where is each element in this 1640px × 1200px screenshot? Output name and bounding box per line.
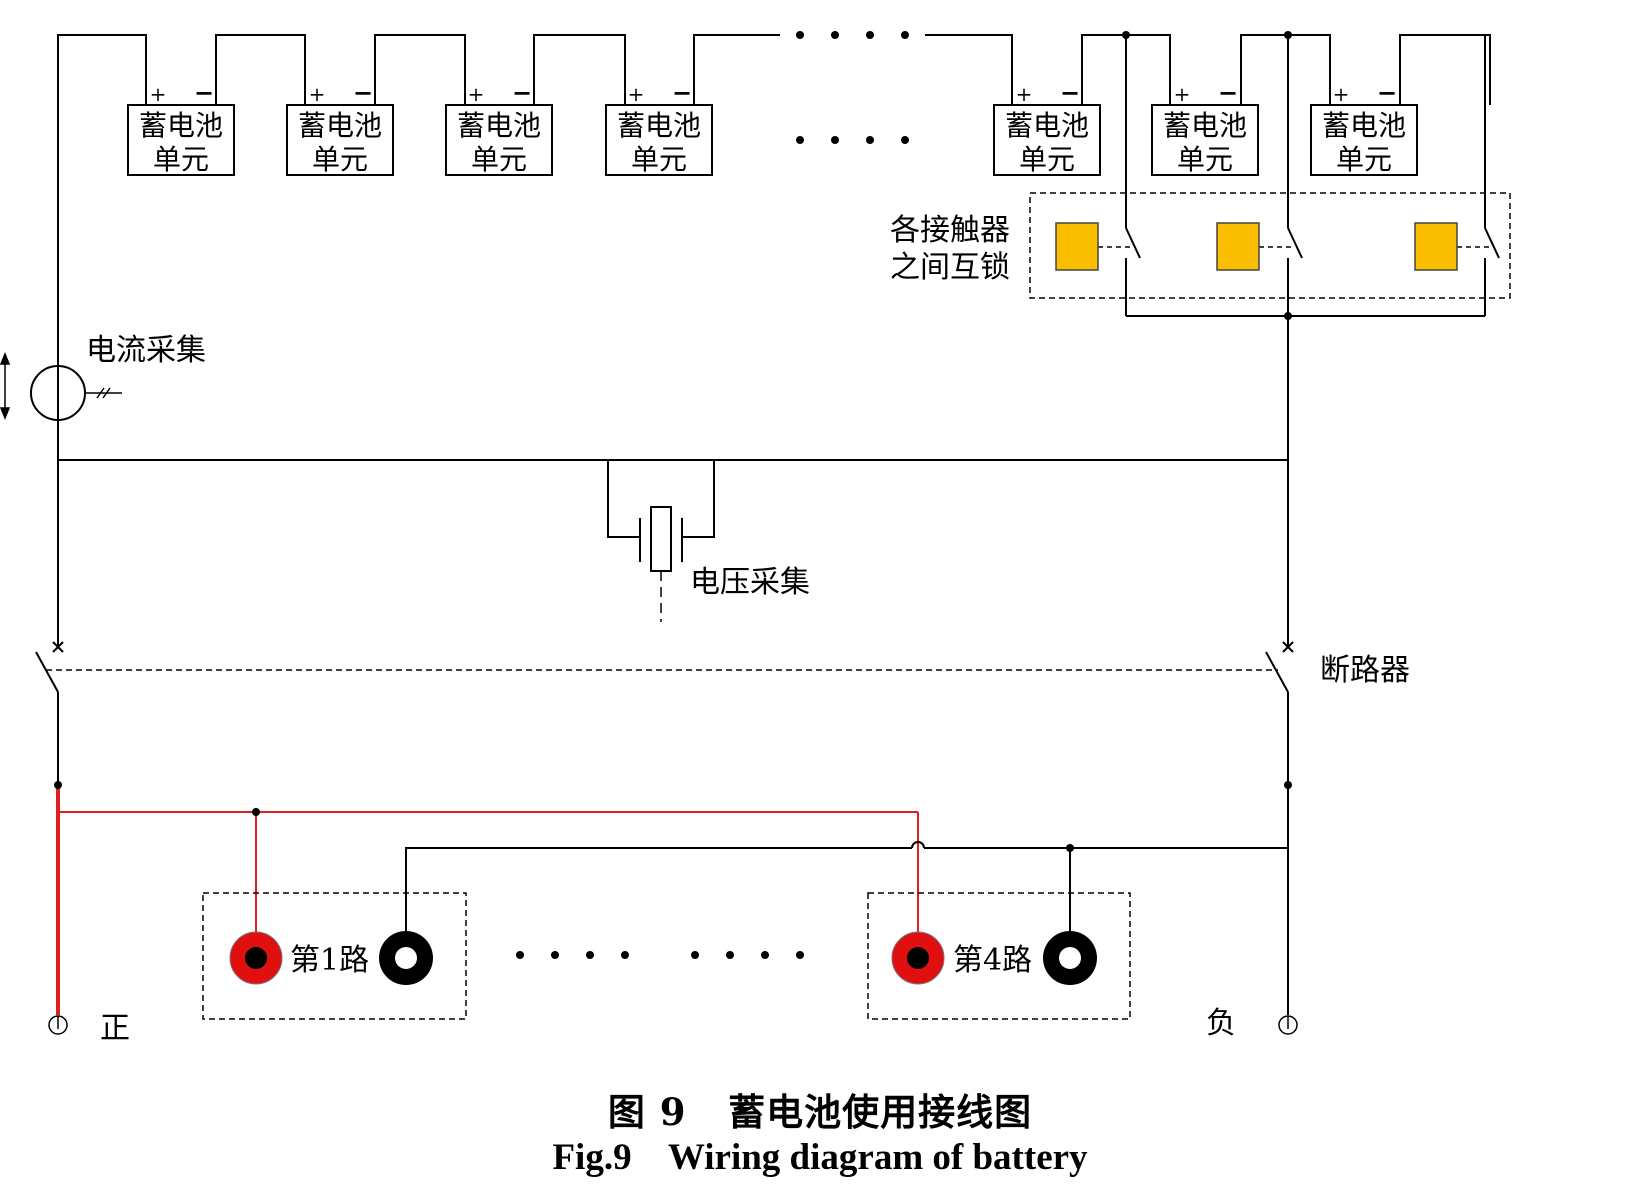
caption-english: Fig.9 Wiring diagram of battery [552,1137,1088,1178]
contactor-coil-3 [1414,222,1458,271]
plus-sign: + [468,82,485,106]
interlock-label-line1: 各接触器 [890,213,1010,248]
current-sampling-label: 电流采集 [86,333,206,368]
plus-sign: + [1016,82,1033,106]
battery-unit-label-2: 单元 [153,143,209,176]
plus-sign: + [1174,82,1191,106]
interlock-label-line2: 之间互锁 [890,250,1010,285]
minus-sign: − [1377,78,1397,107]
positive-label: 正 [100,1011,130,1046]
channel-4-positive-terminal [891,931,945,985]
negative-output-terminal [1278,1015,1298,1035]
ellipsis-channels [516,951,804,959]
positive-output-terminal [48,1015,68,1035]
contactor-coil-1 [1055,222,1099,271]
negative-label: 负 [1206,1006,1236,1041]
battery-unit-5: 蓄电池 单元 + − [993,78,1101,176]
channel-1-box [202,892,467,1020]
ellipsis-middle [796,136,909,144]
battery-unit-label-1: 蓄电池 [617,109,701,142]
minus-sign: − [194,78,214,107]
plus-sign: + [1333,82,1350,106]
battery-unit-2: 蓄电池 单元 + − [286,78,394,176]
battery-unit-label-2: 单元 [471,143,527,176]
plus-sign: + [309,82,326,106]
breaker-label: 断路器 [1320,653,1410,688]
negative-bus [405,841,1288,955]
ellipsis-top [796,31,909,39]
battery-unit-label-1: 蓄电池 [1322,109,1406,142]
channel-1-label: 第1路 [290,943,369,978]
positive-bus [56,785,919,1015]
plus-sign: + [150,82,167,106]
interlock-box [1029,192,1511,299]
caption-chinese: 图 9 蓄电池使用接线图 [607,1090,1033,1134]
voltage-sampling-label: 电压采集 [690,565,810,600]
channel-1-negative-terminal [379,931,433,985]
battery-unit-label-2: 单元 [312,143,368,176]
minus-sign: − [353,78,373,107]
battery-unit-1: 蓄电池 单元 + − [127,78,235,176]
minus-sign: − [672,78,692,107]
minus-sign: − [1060,78,1080,107]
channel-4-box [867,892,1131,1020]
battery-unit-3: 蓄电池 单元 + − [445,78,553,176]
battery-units: 蓄电池 单元 + − 蓄电池 单元 + − 蓄电池 单元 + − 蓄电池 单元 … [127,78,1418,176]
battery-unit-label-1: 蓄电池 [1163,109,1247,142]
contactor-coil-2 [1216,222,1260,271]
battery-unit-label-1: 蓄电池 [298,109,382,142]
battery-string-wiring [57,34,1491,460]
junction-dots-top [1122,31,1292,320]
battery-unit-label-1: 蓄电池 [1005,109,1089,142]
minus-sign: − [1218,78,1238,107]
voltage-sampling-wiring [58,459,1288,572]
plus-sign: + [628,82,645,106]
battery-unit-7: 蓄电池 单元 + − [1310,78,1418,176]
battery-unit-label-2: 单元 [631,143,687,176]
contactor-wiring [1125,35,1500,460]
battery-unit-6: 蓄电池 单元 + − [1151,78,1259,176]
current-sensor-lead [85,387,122,399]
battery-unit-label-2: 单元 [1019,143,1075,176]
battery-unit-label-1: 蓄电池 [457,109,541,142]
channel-1-positive-terminal [229,931,283,985]
battery-unit-4: 蓄电池 单元 + − [605,78,713,176]
battery-unit-label-1: 蓄电池 [139,109,223,142]
breaker-wiring [35,460,1294,1015]
channel-4-label: 第4路 [953,943,1032,978]
double-arrow-icon [0,351,11,421]
minus-sign: − [512,78,532,107]
battery-unit-label-2: 单元 [1177,143,1233,176]
junction-dots-bottom [54,781,1292,852]
channel-4-negative-terminal [1043,931,1097,985]
battery-unit-label-2: 单元 [1336,143,1392,176]
